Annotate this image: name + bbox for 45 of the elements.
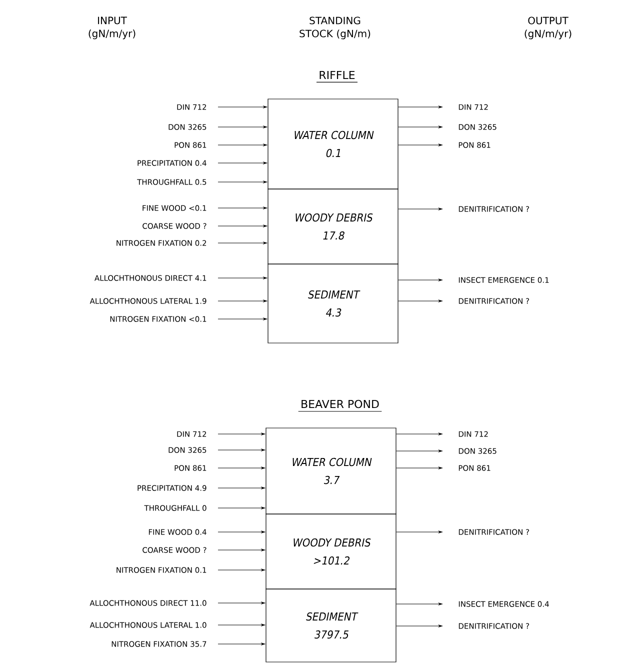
arrow [218, 624, 266, 626]
column-heading: STANDING STOCK (gN/m) [300, 16, 370, 40]
arrow [398, 208, 442, 210]
arrow [398, 106, 442, 108]
arrow [218, 318, 268, 320]
arrow [218, 180, 268, 184]
arrow [396, 450, 442, 452]
compartment-box: WATER COLUMN 0.1 [268, 98, 398, 190]
arrow [218, 506, 266, 510]
compartment-box: WATER COLUMN 3.7 [266, 428, 396, 514]
arrow [396, 466, 442, 470]
arrow [396, 602, 442, 606]
arrow [218, 548, 266, 552]
arrow [398, 126, 442, 128]
arrow [396, 624, 442, 628]
arrow [218, 242, 268, 244]
compartment-box: SEDIMENT 4.3 [268, 264, 398, 344]
compartment-box: SEDIMENT 3797.5 [266, 588, 396, 662]
arrow [398, 300, 442, 302]
arrow [218, 224, 268, 228]
arrow [218, 486, 266, 490]
arrow [218, 642, 266, 646]
arrow [218, 276, 268, 280]
arrow [218, 206, 268, 210]
arrow [218, 106, 268, 108]
arrow [398, 278, 442, 282]
arrow [218, 126, 268, 128]
arrow [396, 530, 442, 534]
column-heading: INPUT (gN/m/yr) [88, 16, 136, 40]
arrow [218, 466, 266, 470]
arrow [218, 602, 266, 604]
compartment-box: WOODY DEBRIS 17.8 [268, 188, 398, 264]
arrow [218, 300, 268, 302]
arrow [218, 530, 266, 534]
arrow [218, 144, 268, 146]
compartment-box: WOODY DEBRIS >101.2 [266, 514, 396, 590]
arrow [396, 432, 442, 436]
section-title: RIFFLE [316, 71, 358, 82]
arrow [218, 568, 266, 572]
arrow [398, 144, 442, 146]
arrow [218, 162, 268, 164]
column-heading: OUTPUT (gN/m/yr) [524, 16, 572, 40]
arrow [218, 448, 266, 452]
section-title: BEAVER POND [298, 400, 382, 412]
arrow [218, 432, 266, 436]
